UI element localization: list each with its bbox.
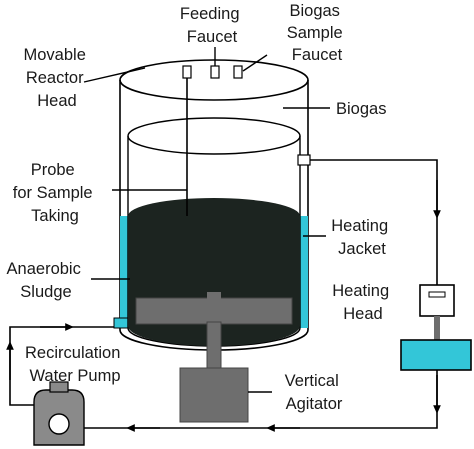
recirculation-water-pump	[33, 381, 85, 446]
biogas-label: Biogas	[336, 100, 386, 118]
feeding-faucet	[210, 65, 220, 79]
biogas-outlet-pipe	[308, 159, 438, 285]
leader-lines	[83, 47, 330, 393]
heating-head	[400, 284, 472, 371]
vertical-agitator-label: Vertical Agitator	[285, 372, 344, 413]
movable-reactor-head	[119, 59, 309, 101]
probe-label: Probe for Sample Taking	[13, 161, 97, 225]
leader-line	[242, 54, 268, 72]
heating-head-label: Heating Head	[332, 282, 393, 323]
biogas-outlet	[297, 154, 311, 166]
heating-jacket-label: Heating Jacket	[331, 217, 392, 258]
biogas-sample-faucet	[233, 65, 243, 79]
movable-reactor-head-label: Movable Reactor Head	[24, 46, 91, 110]
leader-line	[83, 67, 146, 83]
recirculation-pump-label: Recirculation Water Pump	[25, 344, 125, 385]
heating-water-bath	[400, 339, 472, 371]
vertical-agitator	[135, 292, 293, 423]
biogas-sample-faucet-label: Biogas Sample Faucet	[287, 2, 348, 64]
probe-faucet	[182, 65, 192, 79]
feeding-faucet-label: Feeding Faucet	[180, 5, 244, 46]
anaerobic-sludge-label: Anaerobic Sludge	[7, 260, 86, 301]
